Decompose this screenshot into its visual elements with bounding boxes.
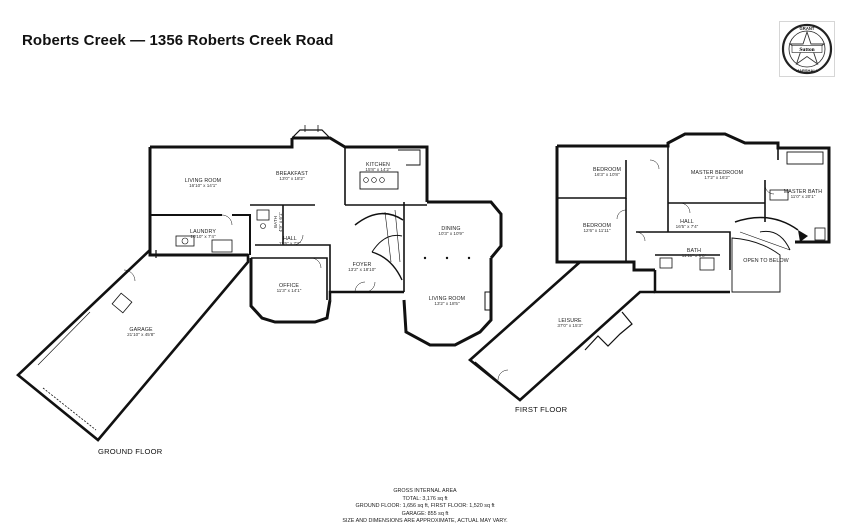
room-living-room-dims: 16'10" x 14'1" (189, 183, 217, 188)
room-bedroom-1-name: BEDROOM (593, 167, 621, 173)
room-garage-dims: 21'10" x 45'8" (127, 332, 155, 337)
logo-bottom-text: MARSHALL (796, 68, 819, 73)
room-living-room-name: LIVING ROOM (185, 178, 221, 184)
area-disclaimer: SIZE AND DIMENSIONS ARE APPROXIMATE, ACT… (342, 518, 508, 525)
room-open-below-name: OPEN TO BELOW (743, 258, 789, 264)
room-bath-small-dims: 4'9" x 6'1" (278, 212, 283, 232)
room-leisure-dims: 37'0" x 15'3" (557, 323, 583, 328)
room-bedroom-1-dims: 16'3" x 10'8" (594, 172, 620, 177)
room-foyer-dims: 13'2" x 18'10" (348, 267, 376, 272)
room-dining-dims: 10'3" x 10'9" (438, 231, 464, 236)
room-hall-first-name: HALL (680, 219, 694, 225)
room-living-room-2-dims: 13'2" x 18'5" (434, 301, 460, 306)
area-floors: GROUND FLOOR: 1,656 sq ft, FIRST FLOOR: … (355, 503, 495, 510)
room-office-dims: 11'3" x 14'1" (277, 288, 302, 293)
room-bath-small-name: BATH (273, 216, 278, 228)
room-bath-first-name: BATH (687, 248, 701, 254)
room-dining-name: DINING (441, 226, 460, 232)
room-bedroom-2-name: BEDROOM (583, 223, 611, 229)
first-floor-walls (555, 132, 831, 294)
room-kitchen-dims: 15'8" x 14'2" (365, 167, 391, 172)
room-hall-ground-dims: 11'6" x 7'2" (279, 241, 302, 246)
brand-logo: Sutton GRANT MARSHALL (779, 21, 835, 77)
room-bedroom-2-dims: 12'6" x 11'11" (583, 228, 610, 233)
area-total: TOTAL: 3,176 sq ft (402, 495, 448, 502)
first-floor-label: FIRST FLOOR (515, 405, 568, 414)
area-heading: GROSS INTERNAL AREA (393, 488, 457, 494)
page-title: Roberts Creek — 1356 Roberts Creek Road (22, 32, 334, 49)
logo-mid-text: Sutton (799, 47, 814, 53)
room-breakfast-name: BREAKFAST (276, 171, 309, 177)
room-master-bedroom-name: MASTER BEDROOM (691, 170, 743, 176)
leisure-walls (467, 261, 655, 402)
room-master-bath-dims: 11'0" x 20'1" (791, 194, 816, 199)
room-foyer-name: FOYER (353, 262, 372, 268)
star-icon (788, 30, 826, 66)
room-leisure-name: LEISURE (558, 318, 582, 324)
garage-walls (16, 249, 250, 442)
room-garage-name: GARAGE (129, 327, 153, 333)
room-laundry-dims: 10'10" x 7'4" (190, 234, 216, 239)
room-kitchen-name: KITCHEN (366, 162, 390, 168)
ground-floor-label: GROUND FLOOR (98, 447, 163, 456)
area-summary: GROSS INTERNAL AREA TOTAL: 3,176 sq ft G… (300, 488, 550, 526)
room-bath-first-dims: 11'11" x 9'8" (682, 253, 707, 258)
room-hall-first-dims: 16'5" x 7'4" (676, 224, 699, 229)
area-garage: GARAGE: 855 sq ft (401, 510, 449, 517)
room-master-bath-name: MASTER BATH (784, 189, 822, 195)
room-hall-ground-name: HALL (283, 236, 297, 242)
room-office-name: OFFICE (279, 283, 299, 289)
room-master-bedroom-dims: 17'2" x 16'2" (704, 175, 730, 180)
logo-top-text: GRANT (800, 26, 815, 31)
room-laundry-name: LAUNDRY (190, 229, 216, 235)
room-living-room-2-name: LIVING ROOM (429, 296, 465, 302)
room-breakfast-dims: 13'0" x 18'2" (279, 176, 305, 181)
